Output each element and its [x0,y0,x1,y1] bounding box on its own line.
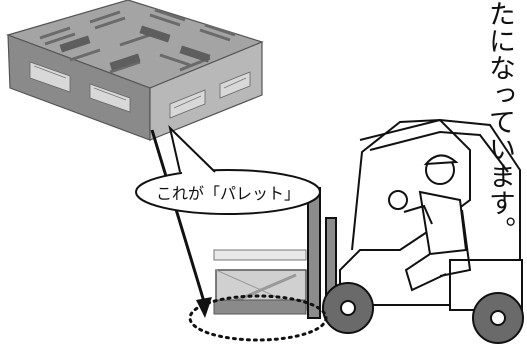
vertical-caption: たになっています。 [484,0,514,243]
pallet-load [214,250,306,314]
callout-text: これが「パレット」 [156,184,300,203]
pallet-image [8,0,262,140]
